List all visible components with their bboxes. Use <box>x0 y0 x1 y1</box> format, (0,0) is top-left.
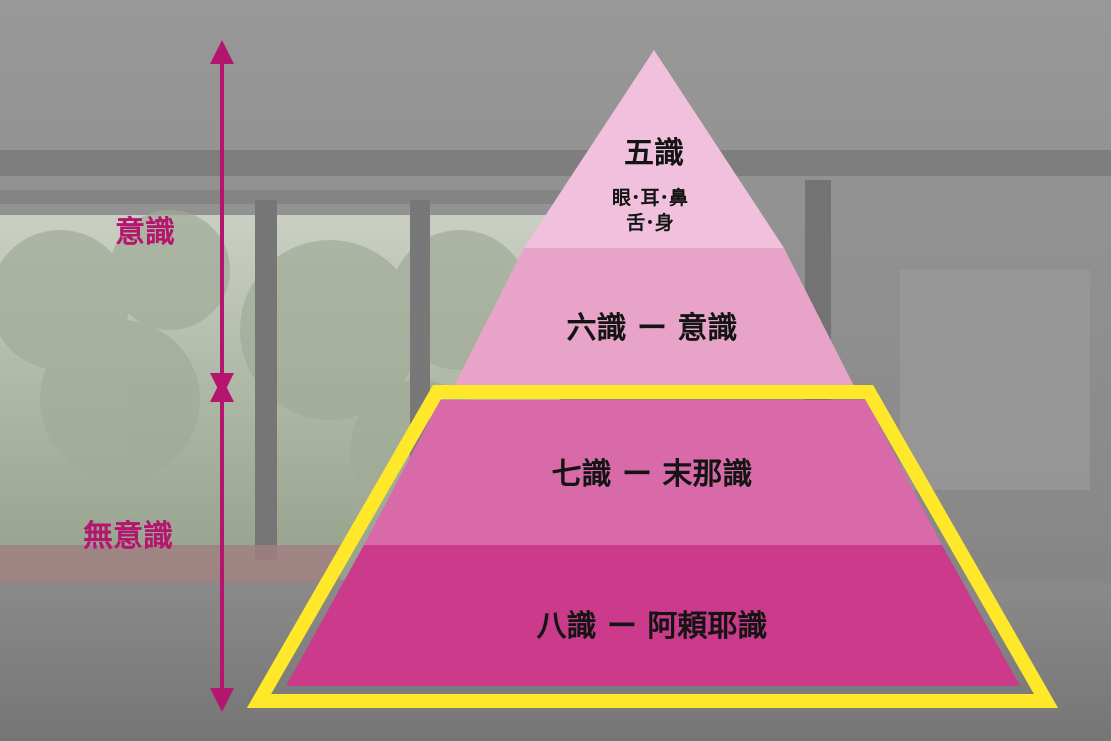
tier-hasshiki-label: 八識 ー 阿頼耶識 <box>537 609 768 644</box>
tier-goshiki-sublabel-1: 眼･耳･鼻 <box>612 186 688 209</box>
tier-goshiki-sublabel-2: 舌･身 <box>626 211 674 234</box>
pillar <box>255 200 277 560</box>
tier-nanashiki-label: 七識 ー 末那識 <box>552 457 753 492</box>
unconscious-label: 無意識 <box>83 519 173 554</box>
tier-rokushiki-label: 六識 ー 意識 <box>567 311 738 346</box>
tier-hasshiki <box>286 545 1020 686</box>
tier-rokushiki <box>452 248 856 390</box>
shoji-panel <box>900 270 1090 490</box>
tier-goshiki <box>524 50 784 248</box>
conscious-label: 意識 <box>115 215 175 250</box>
red-carpet <box>0 545 340 583</box>
highlight-frame <box>246 385 1059 708</box>
tier-nanashiki <box>364 400 942 545</box>
veranda-beam <box>0 150 1111 176</box>
tier-goshiki-label: 五識 <box>624 136 684 171</box>
